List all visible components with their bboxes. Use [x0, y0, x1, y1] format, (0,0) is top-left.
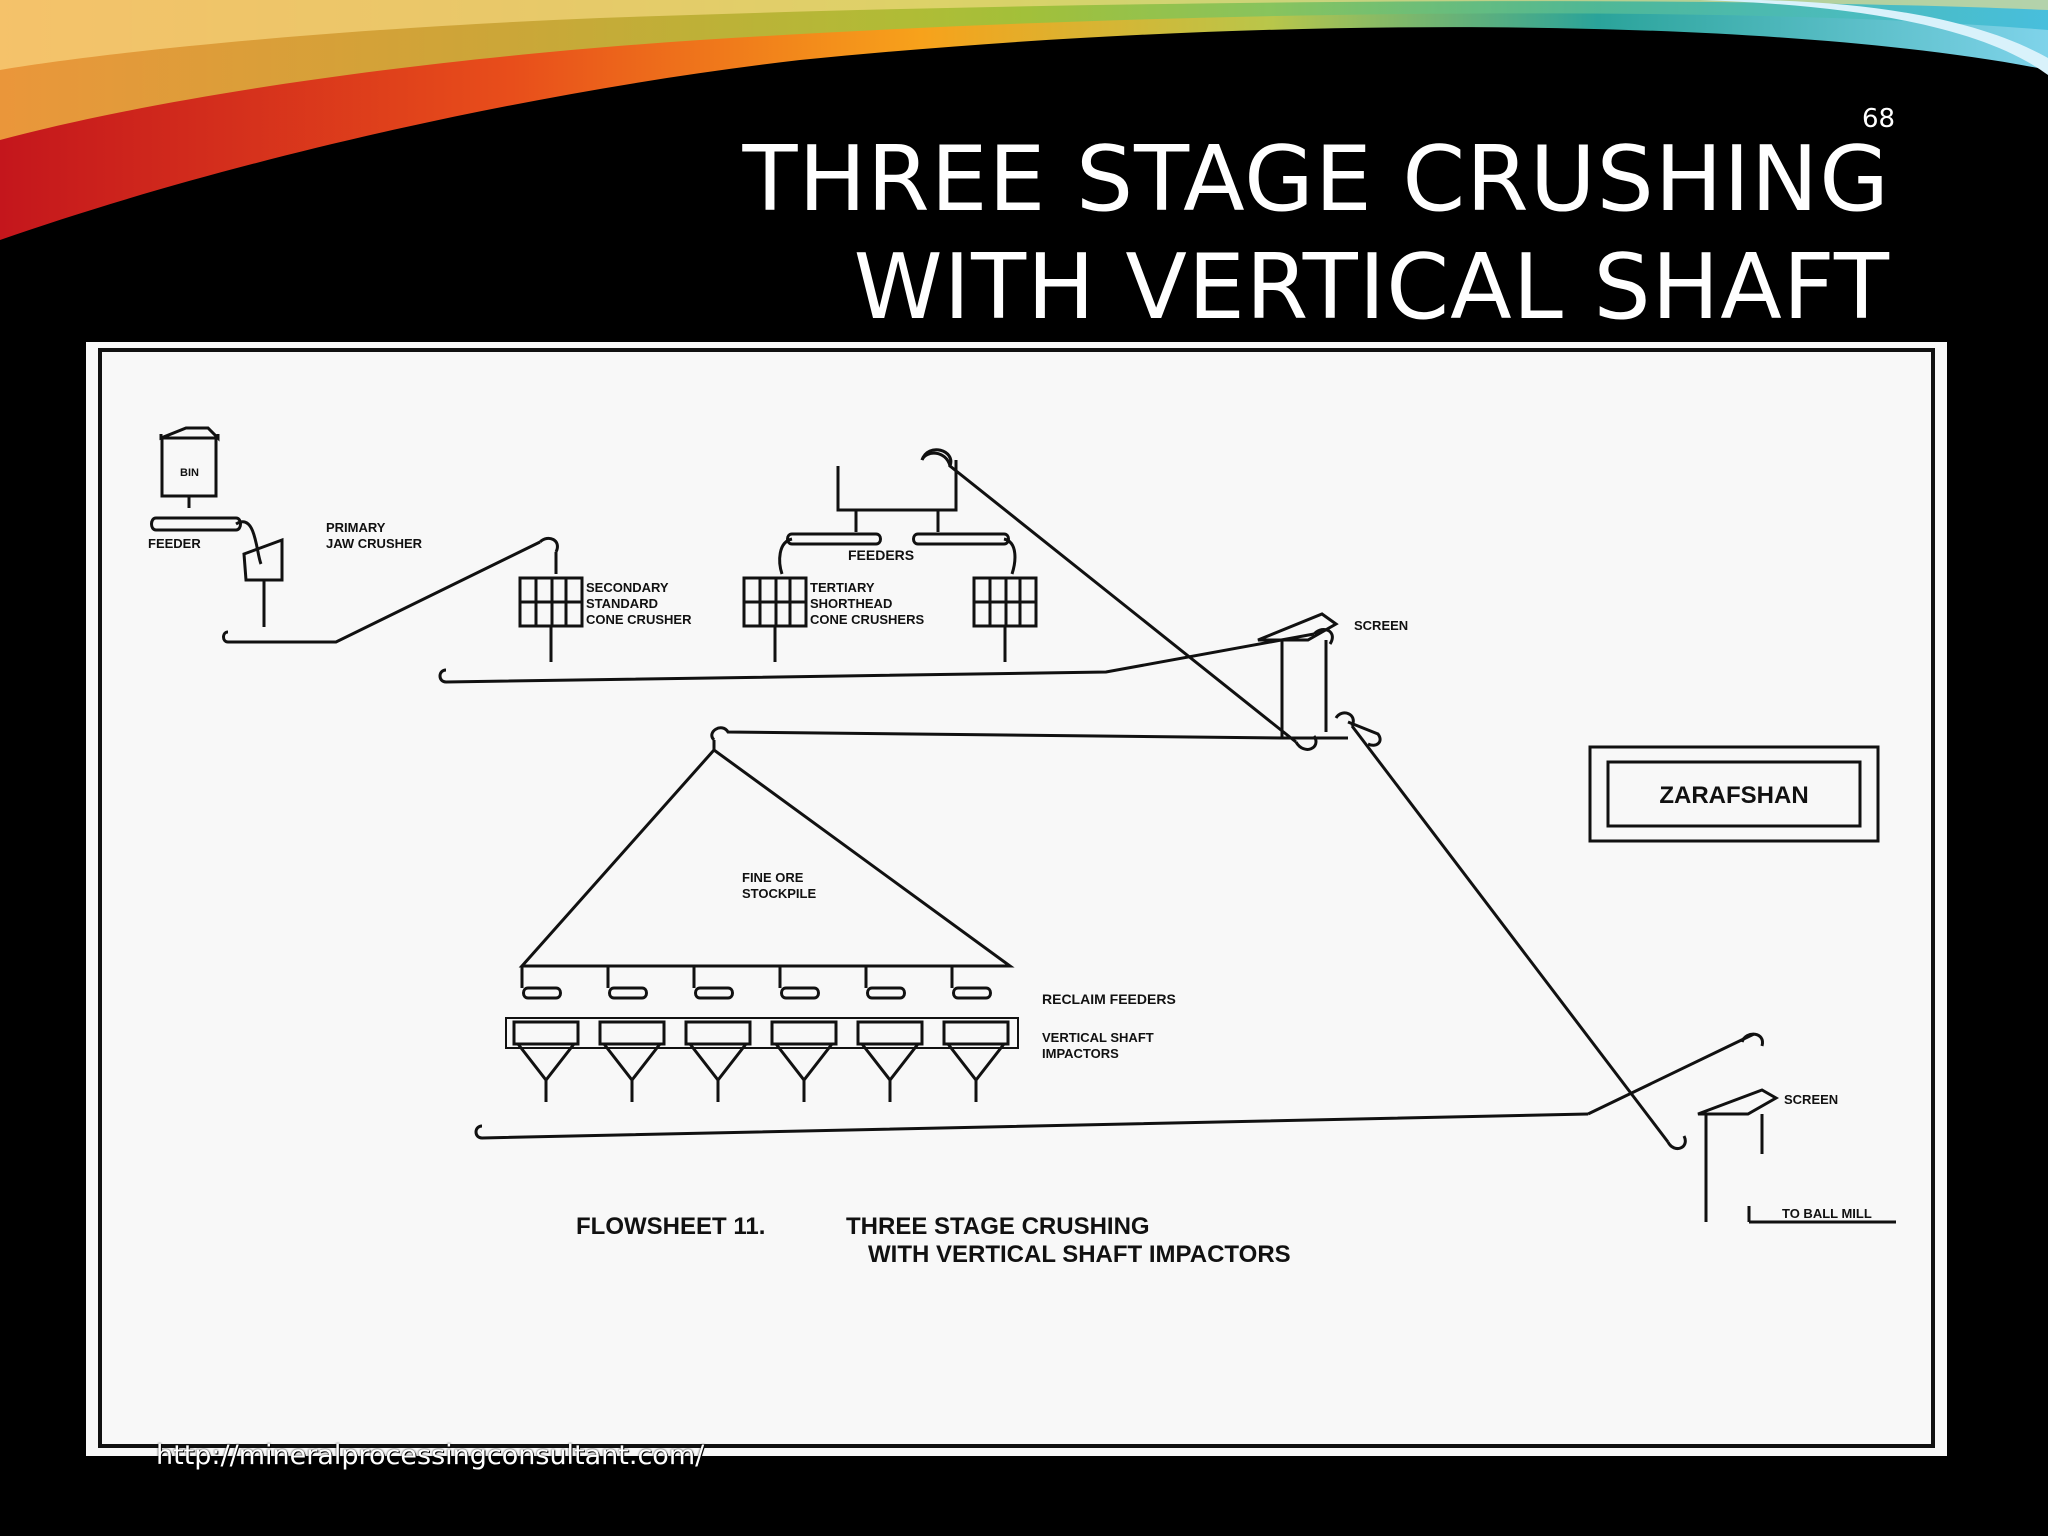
caption-flowsheet-number: FLOWSHEET 11. — [576, 1213, 765, 1240]
flowsheet-diagram: BIN FEEDER PRIMARY JAW CRUSHER FEEDERS S… — [98, 348, 1935, 1448]
label-primary-2: JAW CRUSHER — [326, 536, 423, 551]
screen-2 — [1697, 1088, 1780, 1116]
label-tertiary-2: SHORTHEAD — [810, 596, 892, 611]
label-tertiary-3: CONE CRUSHERS — [810, 612, 924, 627]
label-bin: BIN — [180, 467, 199, 479]
conveyor-pulley-1 — [538, 536, 559, 553]
title-line-1: THREE STAGE CRUSHING — [742, 127, 1890, 232]
label-screen-2: SCREEN — [1784, 1092, 1838, 1107]
label-screen-1: SCREEN — [1354, 618, 1408, 633]
tertiary-cone-crusher-1 — [742, 576, 808, 662]
label-feeders: FEEDERS — [848, 547, 914, 563]
tertiary-cone-crusher-2 — [972, 576, 1038, 662]
reclaim-feeders — [520, 964, 1010, 1000]
label-to-ball-mill: TO BALL MILL — [1782, 1206, 1872, 1221]
caption-line-1: THREE STAGE CRUSHING — [846, 1213, 1150, 1240]
footer-url[interactable]: http://mineralprocessingconsultant.com/ — [156, 1440, 705, 1471]
decorative-swoosh — [0, 0, 2048, 240]
jaw-crusher — [242, 537, 284, 582]
conveyor-pulley-2 — [1312, 628, 1334, 645]
label-tertiary-1: TERTIARY — [810, 580, 875, 595]
label-primary-1: PRIMARY — [326, 520, 386, 535]
flowsheet-image: BIN FEEDER PRIMARY JAW CRUSHER FEEDERS S… — [86, 342, 1947, 1456]
label-secondary-2: STANDARD — [586, 596, 658, 611]
screen-1 — [1257, 612, 1339, 642]
label-stockpile-1: FINE ORE — [742, 870, 804, 885]
label-reclaim-feeders: RECLAIM FEEDERS — [1042, 991, 1176, 1007]
conveyor-pulley-6 — [1740, 1032, 1764, 1047]
label-vsi-2: IMPACTORS — [1042, 1046, 1119, 1061]
feeder-belt — [150, 516, 242, 532]
label-vsi-1: VERTICAL SHAFT — [1042, 1030, 1154, 1045]
zarafshan-logo: ZARAFSHAN — [1659, 782, 1808, 809]
page-number: 68 — [1862, 104, 1896, 134]
caption-line-2: WITH VERTICAL SHAFT IMPACTORS — [868, 1241, 1291, 1268]
fine-ore-stockpile — [518, 747, 1015, 968]
feeders-bin — [836, 460, 958, 512]
label-stockpile-2: STOCKPILE — [742, 886, 816, 901]
vertical-shaft-impactors — [505, 1017, 1019, 1102]
slide-title: THREE STAGE CRUSHING WITH VERTICAL SHAFT — [742, 126, 1890, 342]
label-secondary-1: SECONDARY — [586, 580, 669, 595]
title-line-2: WITH VERTICAL SHAFT — [853, 235, 1890, 340]
head-pulley-5 — [1666, 1135, 1687, 1151]
label-feeder: FEEDER — [148, 536, 201, 551]
secondary-cone-crusher — [518, 576, 584, 662]
label-secondary-3: CONE CRUSHER — [586, 612, 692, 627]
